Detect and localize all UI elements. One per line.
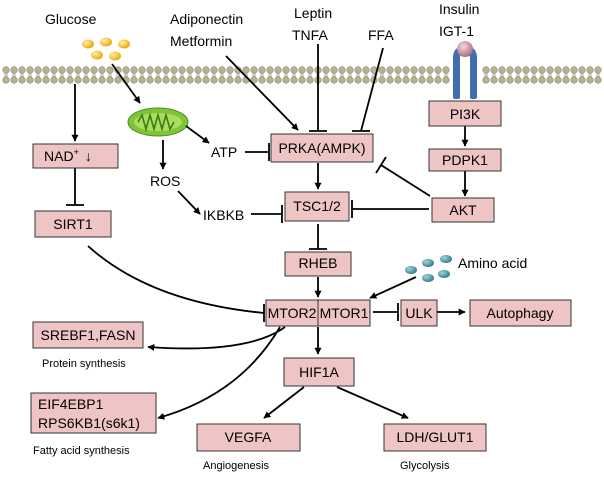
eif4ebp1-label: EIF4EBP1 [38,396,104,412]
amino-acid-molecule-icon [405,255,452,282]
rheb-box: RHEB [284,251,352,277]
srebf1-label: SREBF1,FASN [41,327,136,343]
amino-acid-label: Amino acid [458,255,527,271]
adiponectin-label: Adiponectin [170,11,243,27]
hif1a-label: HIF1A [299,364,339,380]
protein-synthesis-caption: Protein synthesis [42,358,126,370]
mtor1-box: MTOR1 [317,299,371,327]
prka-box: PRKA(AMPK) [270,133,374,163]
svg-text:NAD+↓: NAD+ ↓ [44,147,92,164]
rps6kb1-label: RPS6KB1(s6k1) [38,415,140,431]
mtor2-box: MTOR2 [265,299,319,327]
ros-label: ROS [150,173,180,189]
tsc-box: TSC1/2 [284,191,350,222]
vegfa-label: VEGFA [225,429,272,445]
mtor1-label: MTOR1 [320,305,369,321]
ikbkb-label: IKBKB [203,207,244,223]
mitochondrion-icon [127,107,189,137]
srebf1-box: SREBF1,FASN [32,321,144,349]
insulin-receptor-icon [453,41,477,99]
vegfa-box: VEGFA [196,423,301,452]
rheb-label: RHEB [299,255,338,271]
nad-box: NAD+ ↓ [32,143,119,169]
ulk-box: ULK [400,299,438,327]
tnfa-label: TNFA [292,27,328,43]
angiogenesis-caption: Angiogenesis [203,460,270,472]
akt-label: AKT [449,202,477,218]
ldh-box: LDH/GLUT1 [383,423,487,452]
prka-label: PRKA(AMPK) [278,140,365,156]
pathway-edges [66,44,469,420]
atp-label: ATP [211,144,237,160]
glucose-label: Glucose [45,11,97,27]
down-arrow-icon: ↓ [85,148,92,164]
nad-label: NAD [44,148,74,164]
autophagy-label: Autophagy [487,305,554,321]
insulin-label: Insulin [439,1,479,17]
pi3k-box: PI3K [428,100,502,127]
pdpk1-label: PDPK1 [442,152,488,168]
sirt1-label: SIRT1 [53,216,93,232]
glycolysis-caption: Glycolysis [400,460,450,472]
autophagy-box: Autophagy [469,299,572,327]
nad-superscript: + [74,147,79,157]
glucose-molecule-icon [82,37,130,61]
metformin-label: Metformin [170,33,232,49]
pdpk1-box: PDPK1 [428,148,502,172]
hif1a-box: HIF1A [283,357,355,387]
eif4ebp1-box: EIF4EBP1 RPS6KB1(s6k1) [30,392,157,434]
ulk-label: ULK [405,305,433,321]
leptin-label: Leptin [294,5,332,21]
ldh-label: LDH/GLUT1 [396,429,473,445]
akt-box: AKT [431,197,495,223]
pi3k-label: PI3K [450,106,481,122]
fatty-acid-synthesis-caption: Fatty acid synthesis [33,445,130,457]
ffa-label: FFA [368,27,394,43]
mtor2-label: MTOR2 [268,305,317,321]
cell-membrane [2,66,602,84]
tsc-label: TSC1/2 [293,198,341,214]
igt1-label: IGT-1 [439,23,474,39]
sirt1-box: SIRT1 [34,210,112,238]
